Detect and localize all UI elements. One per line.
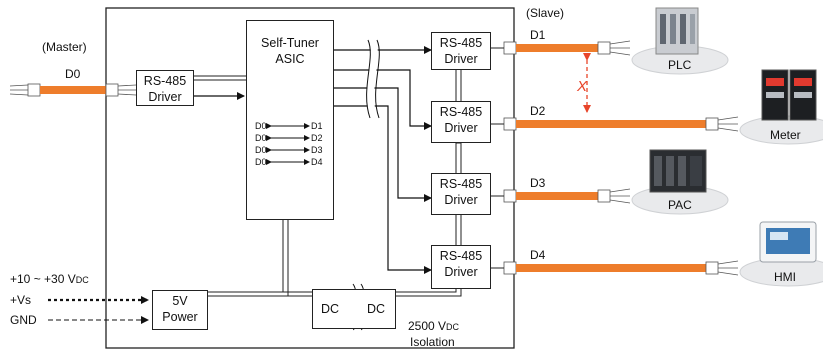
slave-bus	[455, 70, 462, 245]
asic-slave-links	[327, 46, 432, 274]
slave-driver-4-line2: Driver	[444, 265, 478, 279]
slave-driver-2-line1: RS-485	[439, 105, 483, 119]
slave-rs485-driver-3: RS-485 Driver	[431, 173, 491, 215]
asic-line2: ASIC	[275, 52, 305, 66]
asic-map-from-2: D0	[255, 133, 267, 143]
slave-driver-1-line2: Driver	[444, 52, 478, 66]
asic-power-lines	[282, 220, 289, 296]
bus-break-symbol	[366, 38, 380, 120]
isolation-voltage-label: 2500 VDC	[408, 319, 459, 334]
self-tuner-asic: Self-Tuner ASIC	[246, 20, 334, 220]
slave-driver-3-line1: RS-485	[439, 177, 483, 191]
device-label-meter: Meter	[770, 128, 801, 142]
cable-d4	[503, 260, 739, 276]
device-disc-meter	[739, 69, 823, 145]
slave-driver-3-line2: Driver	[444, 193, 478, 207]
device-disc-plc	[631, 7, 729, 75]
device-label-plc: PLC	[668, 58, 692, 72]
voltage-range-text: +10 ~ +30 V	[10, 272, 76, 286]
asic-map-from-1: D0	[255, 121, 267, 131]
cable-d0	[9, 83, 137, 97]
slave-rs485-driver-2: RS-485 Driver	[431, 101, 491, 143]
master-driver-line1: RS-485	[143, 74, 187, 88]
power-line2: Power	[162, 310, 198, 324]
cable-d1	[503, 40, 631, 56]
isolation-word-label: Isolation	[410, 335, 455, 349]
slave-rs485-driver-1: RS-485 Driver	[431, 32, 491, 70]
asic-map-from-4: D0	[255, 157, 267, 167]
master-bus-lines	[193, 75, 246, 81]
isolation-voltage-text: 2500 V	[408, 319, 447, 333]
d0-label: D0	[65, 67, 81, 81]
d4-label: D4	[530, 248, 546, 262]
master-label: (Master)	[42, 40, 87, 54]
d3-label: D3	[530, 176, 546, 190]
slave-driver-4-line1: RS-485	[439, 249, 483, 263]
master-driver-line2: Driver	[148, 90, 182, 104]
device-disc-hmi	[739, 221, 823, 287]
device-label-pac: PAC	[668, 198, 692, 212]
device-label-hmi: HMI	[774, 270, 796, 284]
isolation-voltage-sub: DC	[446, 322, 460, 332]
d1-label: D1	[530, 28, 546, 42]
isolated-power-bus	[395, 289, 462, 297]
voltage-range-label: +10 ~ +30 VDC	[10, 272, 89, 287]
slave-label: (Slave)	[526, 6, 565, 20]
asic-map-to-1: D1	[311, 121, 323, 131]
dcdc-converter: DC DC	[312, 289, 396, 329]
gnd-label: GND	[10, 313, 37, 327]
blocked-mark: X	[577, 78, 588, 95]
asic-map-to-3: D3	[311, 145, 323, 155]
device-disc-pac	[631, 149, 729, 215]
power-5v-block: 5V Power	[152, 290, 208, 330]
dc-right-label: DC	[367, 302, 386, 316]
slave-driver-2-line2: Driver	[444, 121, 478, 135]
power-line1: 5V	[172, 294, 188, 308]
device-enclosure	[105, 7, 515, 349]
cable-d3	[503, 188, 631, 204]
asic-map-to-2: D2	[311, 133, 323, 143]
slave-rs485-driver-4: RS-485 Driver	[431, 245, 491, 289]
cable-tails	[491, 47, 504, 269]
voltage-range-sub: DC	[75, 275, 89, 285]
master-rs485-driver: RS-485 Driver	[136, 70, 194, 106]
asic-line1: Self-Tuner	[261, 36, 319, 50]
d2-label: D2	[530, 104, 546, 118]
asic-map-to-4: D4	[311, 157, 323, 167]
power-bus	[208, 291, 323, 297]
dc-left-label: DC	[321, 302, 340, 316]
slave-driver-1-line1: RS-485	[439, 36, 483, 50]
asic-map-from-3: D0	[255, 145, 267, 155]
cable-d2	[503, 116, 739, 132]
vs-label: +Vs	[10, 293, 32, 307]
